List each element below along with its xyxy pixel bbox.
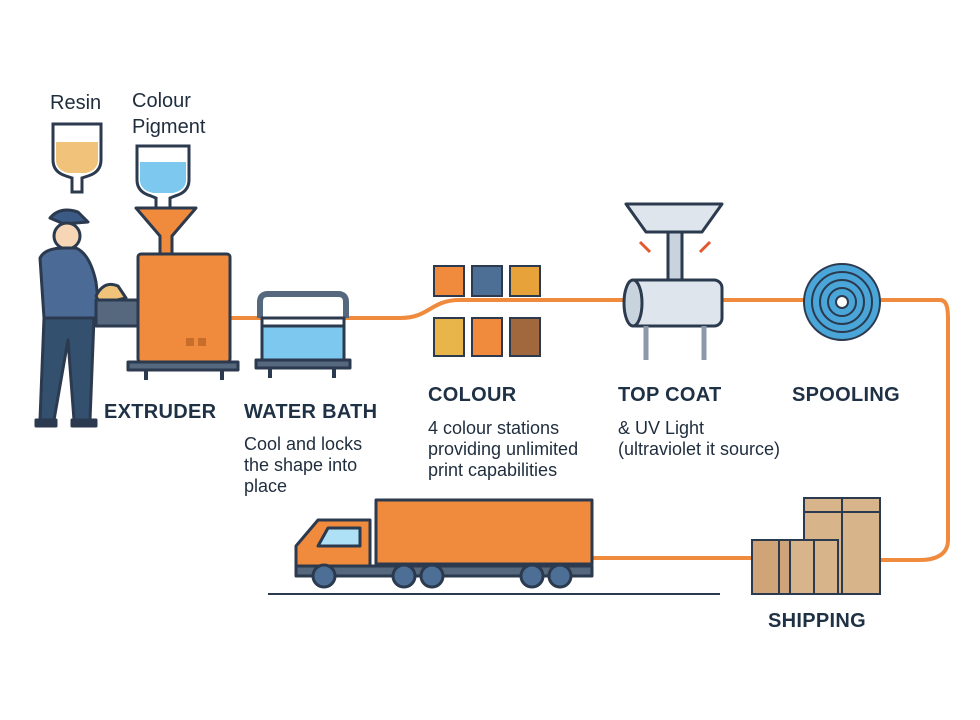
spooling-title: SPOOLING bbox=[792, 384, 900, 406]
pigment-label: Colour Pigment bbox=[132, 90, 206, 138]
filament-spool-icon bbox=[803, 263, 881, 341]
top-coat-description: & UV Light (ultraviolet it source) bbox=[618, 418, 781, 459]
top-coat-title: TOP COAT bbox=[618, 384, 722, 406]
resin-label: Resin bbox=[50, 92, 102, 114]
resin-hopper-icon bbox=[51, 122, 103, 194]
water-bath-tank-icon bbox=[254, 291, 352, 378]
colour-description: 4 colour stations providing unlimited pr… bbox=[428, 418, 579, 480]
extruder-title: EXTRUDER bbox=[104, 401, 217, 423]
colour-stations-icon bbox=[433, 265, 541, 357]
water-bath-description: Cool and locks the shape into place bbox=[244, 434, 363, 496]
shipping-title: SHIPPING bbox=[768, 610, 866, 632]
shipping-boxes-icon bbox=[751, 497, 881, 595]
extruder-machine-icon bbox=[94, 206, 240, 380]
colour-title: COLOUR bbox=[428, 384, 517, 406]
pigment-hopper-icon bbox=[135, 144, 191, 212]
delivery-truck-icon bbox=[268, 498, 720, 595]
worker-icon bbox=[34, 208, 128, 428]
water-bath-title: WATER BATH bbox=[244, 401, 378, 423]
top-coat-uv-machine-icon bbox=[622, 202, 724, 360]
